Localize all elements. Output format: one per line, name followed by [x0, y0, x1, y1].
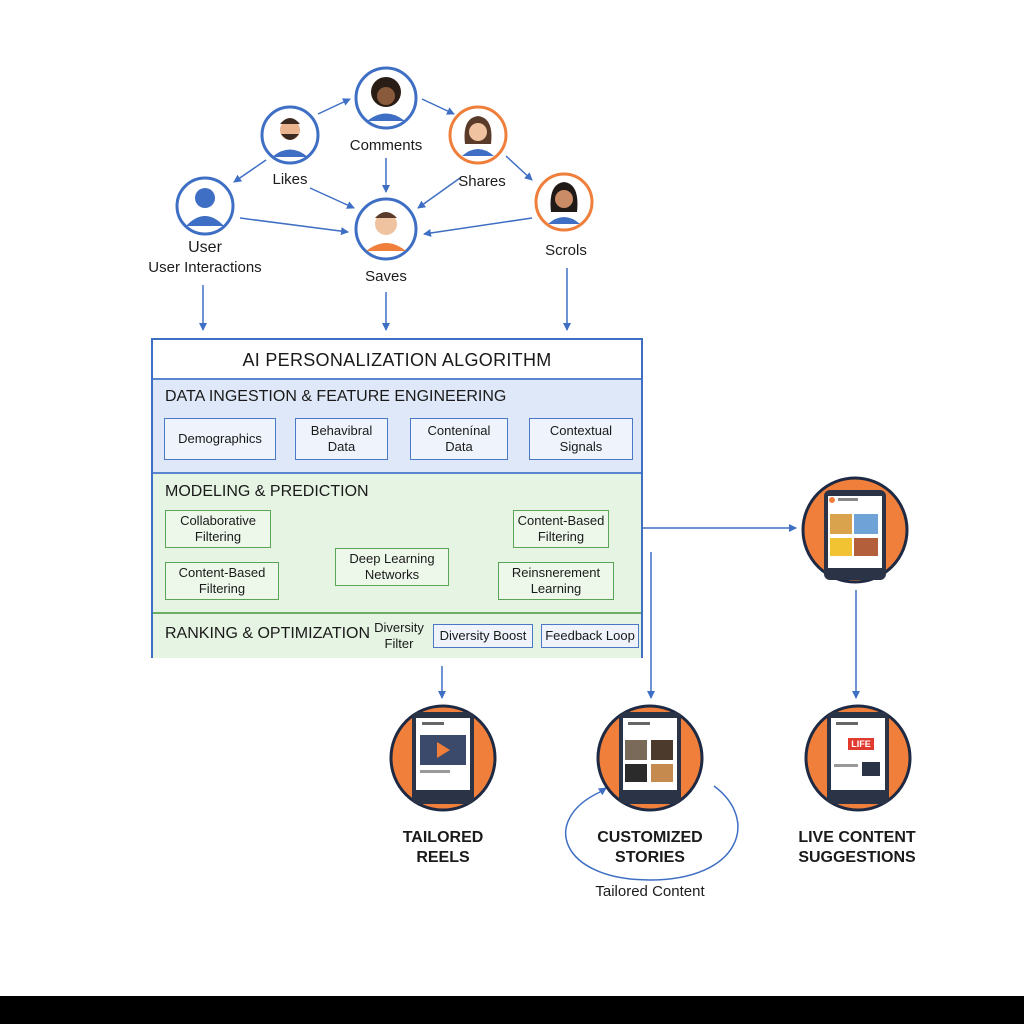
likes-avatar — [260, 105, 320, 165]
modeling-prediction-section: MODELING & PREDICTION Collaborative Filt… — [153, 474, 641, 614]
data-ingestion-section: DATA INGESTION & FEATURE ENGINEERING Dem… — [153, 378, 641, 474]
demographics-box: Demographics — [164, 418, 276, 460]
content-based-filtering-right-box: Content-Based Filtering — [513, 510, 609, 548]
ai-personalization-algorithm: AI PERSONALIZATION ALGORITHM DATA INGEST… — [151, 338, 643, 658]
deep-learning-box: Deep Learning Networks — [335, 548, 449, 586]
ranking-optimization-section: RANKING & OPTIMIZATION Diversity Filter … — [153, 614, 641, 658]
modeling-title: MODELING & PREDICTION — [165, 483, 369, 500]
comments-label: Comments — [349, 137, 423, 154]
scrolls-avatar — [534, 172, 594, 232]
shares-label: Shares — [458, 173, 506, 190]
likes-label: Likes — [272, 171, 308, 188]
saves-label: Saves — [365, 268, 407, 285]
contextual-signals-box: Contextual Signals — [529, 418, 633, 460]
live-content-suggestions-label: LIVE CONTENT SUGGESTIONS — [798, 829, 916, 866]
algorithm-title: AI PERSONALIZATION ALGORITHM — [242, 350, 552, 370]
arrow-shares-saves — [417, 177, 461, 209]
stories-phone-icon — [596, 704, 704, 812]
bottom-bar — [0, 996, 1024, 1024]
tailored-content-caption: Tailored Content — [595, 883, 705, 900]
diversity-filter-label: Diversity Filter — [374, 620, 424, 651]
collaborative-filtering-box: Collaborative Filtering — [165, 510, 271, 548]
saves-avatar — [354, 197, 418, 261]
arrow-likes-comments — [317, 98, 351, 115]
user-label: User — [188, 239, 222, 256]
reels-phone-icon — [389, 704, 497, 812]
arrow-scrolls-saves — [423, 217, 533, 237]
data-ingestion-title: DATA INGESTION & FEATURE ENGINEERING — [165, 388, 507, 405]
arrow-likes-user — [233, 159, 267, 183]
arrow-likes-saves — [309, 187, 355, 209]
arrow-shares-scrolls — [505, 155, 533, 181]
live-badge: LIFE — [851, 739, 871, 749]
scrolls-label: Scrols — [545, 242, 587, 259]
feedback-loop-box: Feedback Loop — [541, 624, 639, 648]
shares-avatar — [448, 105, 508, 165]
diversity-boost-box: Diversity Boost — [433, 624, 533, 648]
user-avatar — [175, 176, 235, 236]
content-based-filtering-left-box: Content-Based Filtering — [165, 562, 279, 600]
live-phone-icon — [804, 704, 912, 812]
arrow-comments-shares — [421, 98, 455, 115]
ranking-title: RANKING & OPTIMIZATION — [165, 625, 371, 642]
tailored-reels-label: TAILORED REELS — [402, 829, 484, 866]
customized-stories-label: CUSTOMIZED STORIES — [597, 829, 703, 866]
feed-phone-icon — [801, 476, 909, 584]
stories-loop-arc — [565, 785, 739, 881]
arrow-user-saves — [239, 217, 349, 236]
contextual-data-box: Contenínal Data — [410, 418, 508, 460]
reinforcement-learning-box: Reinsnerement Learning — [498, 562, 614, 600]
user-interactions-label: User Interactions — [148, 259, 262, 276]
behavioral-data-box: Behavibral Data — [295, 418, 388, 460]
comments-avatar — [354, 66, 418, 130]
